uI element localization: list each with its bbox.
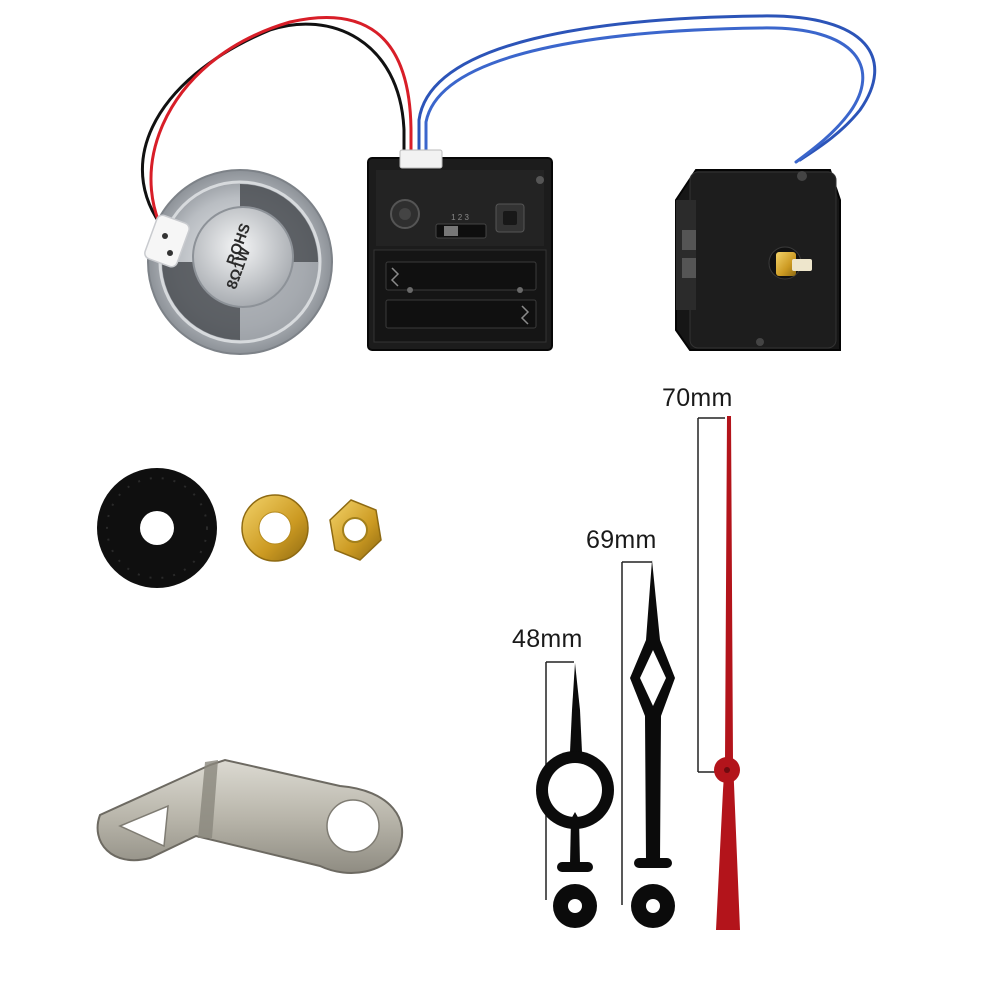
hex-nut [329, 499, 382, 561]
rubber-washer [97, 468, 217, 588]
speaker-wires [141, 15, 413, 252]
second-hand [714, 416, 740, 930]
movement-wires [417, 14, 877, 170]
sound-control-module: 1 2 3 [367, 149, 553, 351]
speaker: ROHS 8Ω1W [144, 169, 333, 355]
clock-movement [675, 169, 841, 351]
hanger-bracket [96, 758, 404, 874]
hour-hand [536, 663, 614, 928]
minute-hand-length-label: 69mm [586, 526, 657, 554]
second-hand-length-label: 70mm [662, 384, 733, 412]
svg-text:1 2 3: 1 2 3 [451, 213, 469, 222]
measurement-lines [545, 417, 725, 905]
brass-washer [241, 494, 309, 562]
hour-hand-length-label: 48mm [512, 625, 583, 653]
minute-hand [630, 560, 675, 928]
